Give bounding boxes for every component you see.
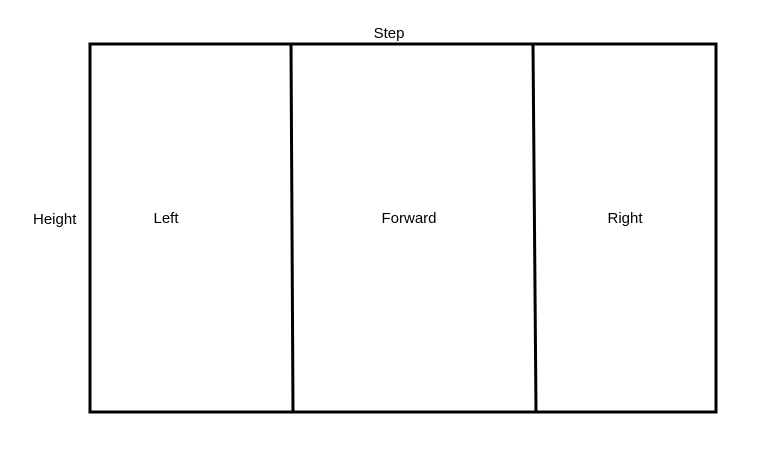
section-left-label: Left bbox=[153, 210, 179, 227]
outer-frame bbox=[88, 42, 718, 414]
divider-forward-right bbox=[531, 43, 538, 413]
section-right-label: Right bbox=[607, 210, 643, 227]
divider-left-forward bbox=[289, 43, 295, 413]
height-label: Height bbox=[33, 211, 77, 228]
step-label: Step bbox=[373, 25, 405, 42]
section-forward-label: Forward bbox=[381, 210, 437, 227]
